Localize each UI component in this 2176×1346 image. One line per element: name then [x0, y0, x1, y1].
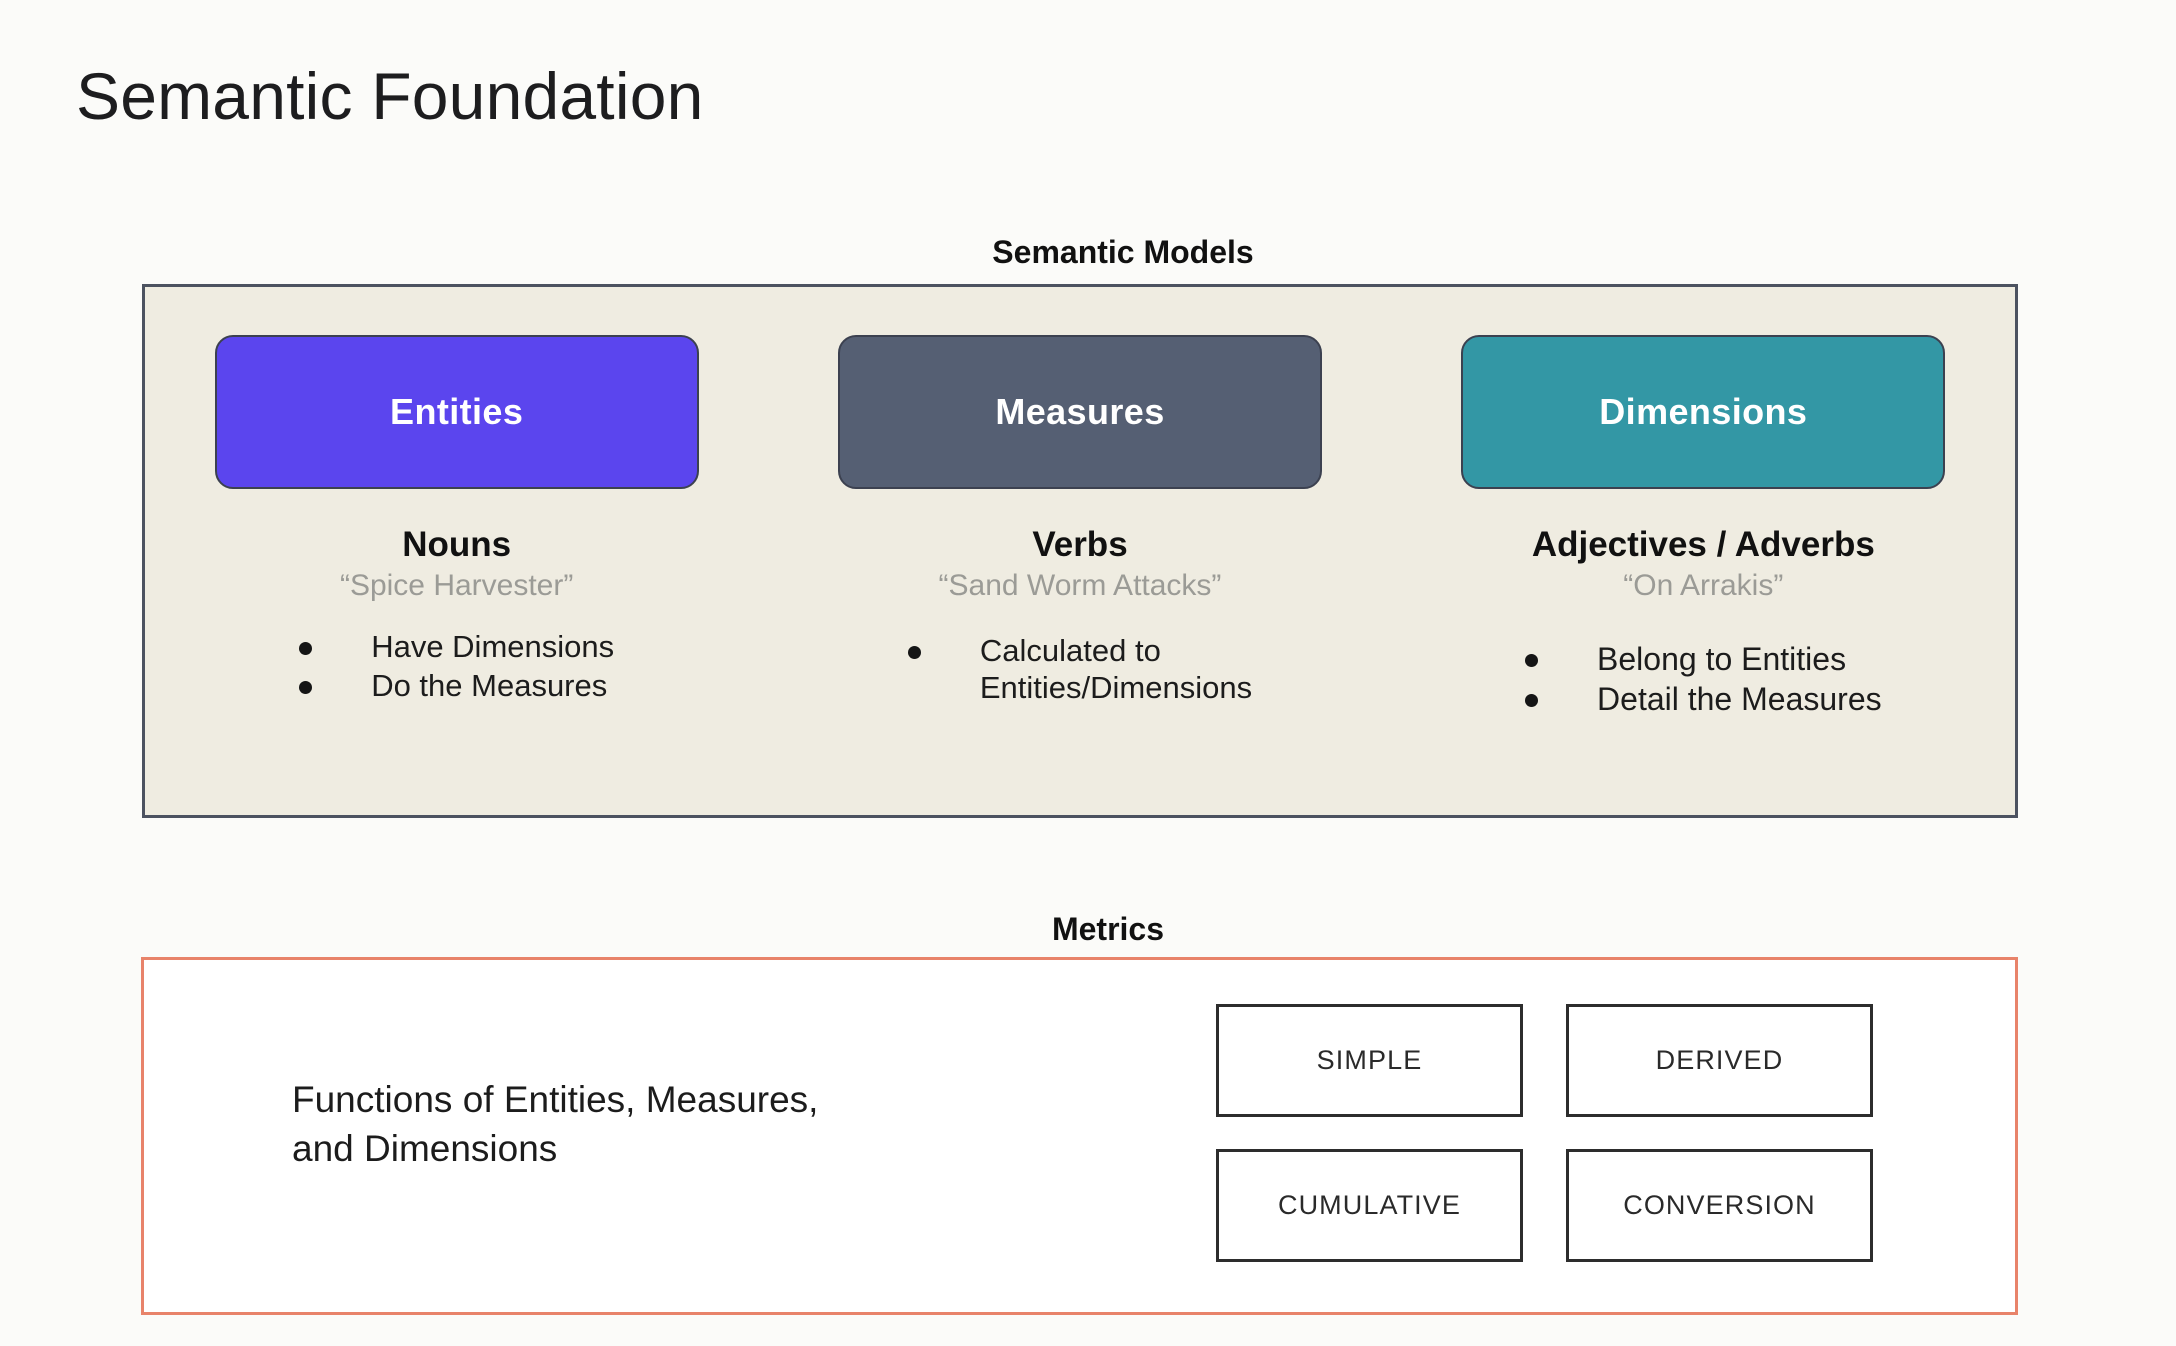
entities-card[interactable]: Entities — [214, 335, 699, 489]
entities-bullet-list: Have Dimensions Do the Measures — [299, 629, 614, 706]
bullet-dot-icon — [299, 680, 313, 694]
list-item-label: Detail the Measures — [1597, 680, 1882, 717]
model-column-measures: Measures Verbs “Sand Worm Attacks” Calcu… — [768, 335, 1391, 815]
metric-type-conversion[interactable]: CONVERSION — [1566, 1149, 1873, 1262]
measures-part-of-speech: Verbs — [1032, 525, 1128, 564]
list-item: Detail the Measures — [1525, 681, 1882, 719]
metrics-description: Functions of Entities, Measures, and Dim… — [292, 1076, 992, 1174]
list-item-label: Do the Measures — [371, 667, 608, 703]
model-column-entities: Entities Nouns “Spice Harvester” Have Di… — [145, 335, 768, 815]
list-item-label: Belong to Entities — [1597, 641, 1847, 677]
metric-type-grid: SIMPLE DERIVED CUMULATIVE CONVERSION — [1216, 1004, 1873, 1262]
metrics-caption: Metrics — [1051, 911, 1165, 947]
metrics-panel: Functions of Entities, Measures, and Dim… — [141, 957, 2018, 1315]
bullet-dot-icon — [1525, 693, 1539, 707]
measures-bullet-list: Calculated to Entities/Dimensions — [907, 633, 1253, 708]
list-item-label: Calculated to Entities/Dimensions — [979, 633, 1253, 705]
metric-type-cumulative[interactable]: CUMULATIVE — [1216, 1149, 1523, 1262]
bullet-dot-icon — [299, 642, 313, 655]
page-title: Semantic Foundation — [76, 59, 704, 133]
metrics-description-line-1: Functions of Entities, Measures, — [292, 1079, 819, 1120]
measures-card[interactable]: Measures — [837, 335, 1322, 489]
list-item: Calculated to Entities/Dimensions — [907, 633, 1253, 706]
dimensions-example: “On Arrakis” — [1623, 569, 1784, 602]
list-item: Do the Measures — [299, 668, 614, 705]
measures-example: “Sand Worm Attacks” — [938, 569, 1222, 602]
dimensions-bullet-list: Belong to Entities Detail the Measures — [1525, 641, 1882, 721]
entities-part-of-speech: Nouns — [402, 525, 512, 564]
metrics-description-line-2: and Dimensions — [292, 1127, 558, 1169]
semantic-models-caption: Semantic Models — [992, 234, 1254, 270]
list-item: Have Dimensions — [299, 629, 614, 666]
metric-type-derived[interactable]: DERIVED — [1566, 1004, 1873, 1117]
list-item: Belong to Entities — [1525, 641, 1882, 679]
bullet-dot-icon — [1525, 654, 1539, 667]
list-item-label: Have Dimensions — [371, 629, 615, 664]
dimensions-part-of-speech: Adjectives / Adverbs — [1531, 525, 1875, 564]
bullet-dot-icon — [907, 646, 921, 659]
semantic-models-panel: Entities Nouns “Spice Harvester” Have Di… — [142, 284, 2018, 818]
model-column-dimensions: Dimensions Adjectives / Adverbs “On Arra… — [1392, 335, 2015, 815]
entities-example: “Spice Harvester” — [339, 569, 574, 602]
dimensions-card[interactable]: Dimensions — [1461, 335, 1946, 489]
semantic-models-columns: Entities Nouns “Spice Harvester” Have Di… — [145, 287, 2015, 815]
metric-type-simple[interactable]: SIMPLE — [1216, 1004, 1523, 1117]
